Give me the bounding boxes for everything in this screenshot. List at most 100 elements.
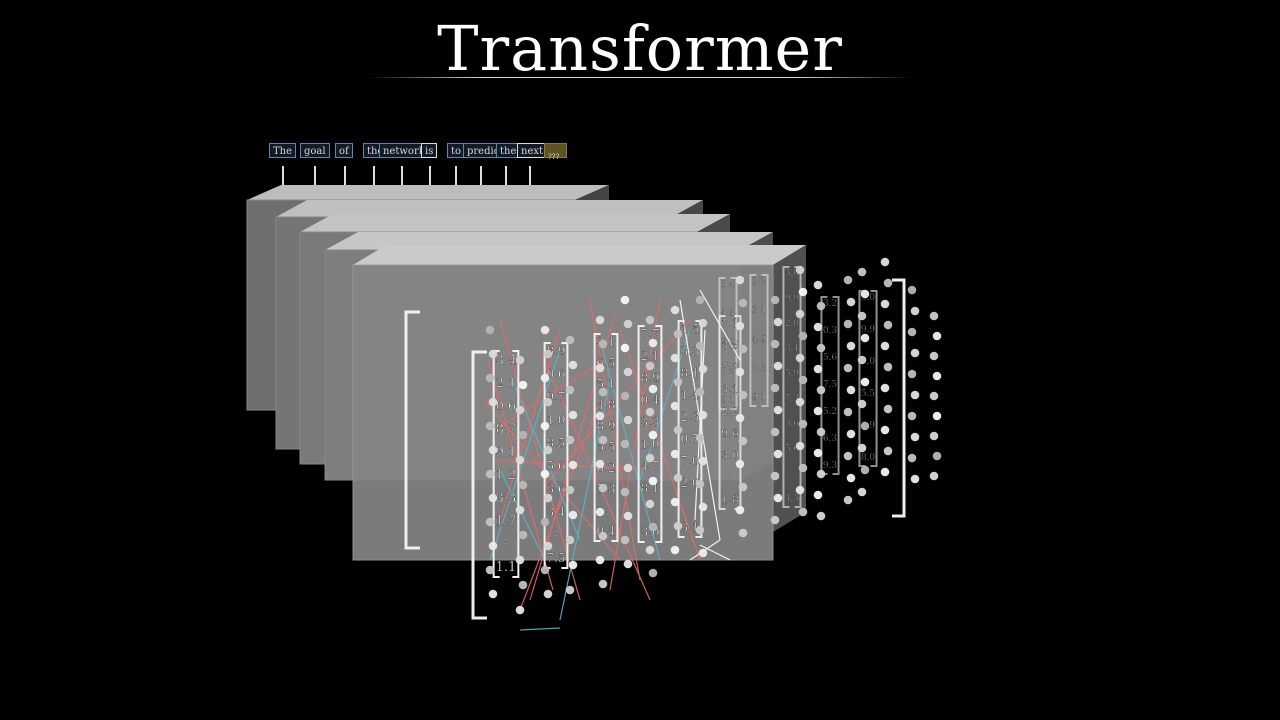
vector-value: 3.4 xyxy=(496,353,517,368)
vector-value: 8.7 xyxy=(496,422,517,437)
vector-value: 7.5 xyxy=(823,380,838,390)
neuron-node xyxy=(540,373,550,383)
neuron-node xyxy=(795,485,805,495)
vector-value: ⋮ xyxy=(500,537,513,552)
neuron-node xyxy=(673,377,683,387)
vector-value: 4.8 xyxy=(596,398,615,412)
neuron-node xyxy=(695,525,705,535)
vector-value: 1.8 xyxy=(721,493,739,506)
vector-column: 3.23.14.97.39.1 xyxy=(749,274,769,407)
vector-value: 8.1 xyxy=(680,366,699,380)
neuron-node xyxy=(798,419,808,429)
neuron-node xyxy=(620,343,630,353)
neuron-node xyxy=(929,391,939,401)
neuron-node xyxy=(883,278,893,288)
token-stem xyxy=(429,166,431,196)
vector-column: 3.42.10.68.79.11.23.31.7⋮1.1 xyxy=(492,350,520,578)
neuron-node xyxy=(648,568,658,578)
neuron-node xyxy=(623,319,633,329)
neuron-node xyxy=(929,471,939,481)
neuron-node xyxy=(695,387,705,397)
neuron-node xyxy=(488,397,498,407)
vector-value: 3.6 xyxy=(546,482,565,496)
vector-value: 9.6 xyxy=(721,427,739,440)
neuron-node xyxy=(515,355,525,365)
vector-value: 2.2 xyxy=(721,405,739,418)
neuron-node xyxy=(910,348,920,358)
token-stem xyxy=(455,166,457,196)
vector-value: 8.5 xyxy=(546,436,565,450)
neuron-node xyxy=(518,530,528,540)
neuron-node xyxy=(695,479,705,489)
neuron-node xyxy=(598,387,608,397)
neuron-node xyxy=(648,430,658,440)
neuron-node xyxy=(795,441,805,451)
token-stem xyxy=(373,166,375,196)
vector-value: 1.4 xyxy=(680,388,699,402)
neuron-node xyxy=(515,455,525,465)
vector-column: 1.53.38.11.42.30.77.02.0⋮3.1 xyxy=(677,320,703,538)
neuron-node xyxy=(813,490,823,500)
neuron-node xyxy=(738,482,748,492)
column-bracket xyxy=(637,325,663,543)
neuron-node xyxy=(795,265,805,275)
neuron-node xyxy=(860,421,870,431)
neuron-node xyxy=(488,589,498,599)
vector-value: 0.6 xyxy=(496,399,517,414)
vector-value: 2.0 xyxy=(721,338,736,348)
vector-value: 4.7 xyxy=(640,459,659,473)
vector-value: 8.9 xyxy=(596,419,615,433)
neuron-node xyxy=(738,344,748,354)
neuron-node xyxy=(910,474,920,484)
neuron-node xyxy=(846,341,856,351)
neuron-node xyxy=(773,405,783,415)
neuron-node xyxy=(623,559,633,569)
vector-value: 7.3 xyxy=(752,364,767,374)
neuron-node xyxy=(488,349,498,359)
neuron-node xyxy=(540,421,550,431)
neuron-node xyxy=(670,497,680,507)
neuron-node xyxy=(485,325,495,335)
neuron-node xyxy=(698,364,708,374)
vector-value: 9.1 xyxy=(721,396,735,406)
neuron-node xyxy=(816,301,826,311)
neuron-node xyxy=(907,453,917,463)
neuron-node xyxy=(798,331,808,341)
neuron-node xyxy=(485,469,495,479)
vector-value: 3.5 xyxy=(721,339,739,352)
neuron-node xyxy=(623,463,633,473)
neuron-node xyxy=(565,435,575,445)
neuron-node xyxy=(843,319,853,329)
neuron-node xyxy=(907,369,917,379)
neuron-node xyxy=(568,510,578,520)
neuron-node xyxy=(813,280,823,290)
token-stem xyxy=(282,166,284,196)
neuron-node xyxy=(515,605,525,615)
neuron-node xyxy=(598,531,608,541)
neuron-node xyxy=(857,311,867,321)
neuron-node xyxy=(795,353,805,363)
neuron-node xyxy=(620,535,630,545)
neuron-node xyxy=(518,480,528,490)
neuron-node xyxy=(770,471,780,481)
token-box: is xyxy=(421,143,438,158)
neuron-node xyxy=(598,435,608,445)
neuron-node xyxy=(623,511,633,521)
neuron-node xyxy=(857,399,867,409)
neuron-node xyxy=(883,446,893,456)
column-bracket xyxy=(593,333,619,542)
neuron-node xyxy=(540,565,550,575)
outer-bracket xyxy=(404,278,906,620)
neuron-node xyxy=(673,329,683,339)
neuron-node xyxy=(846,429,856,439)
vector-value: 3.1 xyxy=(721,383,739,396)
neuron-node xyxy=(880,341,890,351)
neuron-node xyxy=(860,333,870,343)
neuron-node xyxy=(910,390,920,400)
vector-value: 1.2 xyxy=(496,468,517,483)
title-underline xyxy=(368,77,912,78)
vector-value: 1.0 xyxy=(640,437,659,451)
neuron-node xyxy=(695,433,705,443)
neuron-node xyxy=(648,522,658,532)
